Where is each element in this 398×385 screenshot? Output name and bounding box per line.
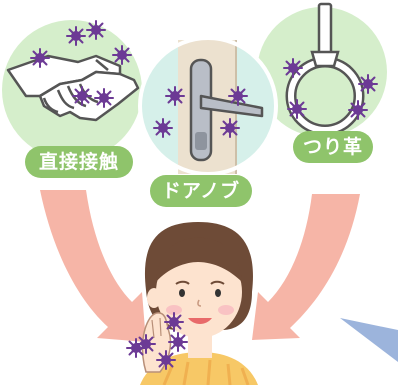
handshake-circle [2, 20, 142, 160]
woman-touching-face-icon [126, 222, 258, 385]
label-strap: つり革 [293, 131, 373, 163]
curved-arrow-icon-left [40, 190, 146, 342]
curved-arrow-icon-right [252, 194, 360, 340]
label-direct-contact: 直接接触 [25, 146, 133, 178]
light-blue-shape [340, 318, 398, 362]
label-door-knob: ドアノブ [150, 175, 252, 207]
door-handle-icon [189, 58, 264, 162]
handshake-icon [6, 54, 140, 122]
strap-ring-icon [285, 2, 365, 136]
door-knob-circle [138, 36, 278, 176]
strap-circle [257, 2, 387, 137]
